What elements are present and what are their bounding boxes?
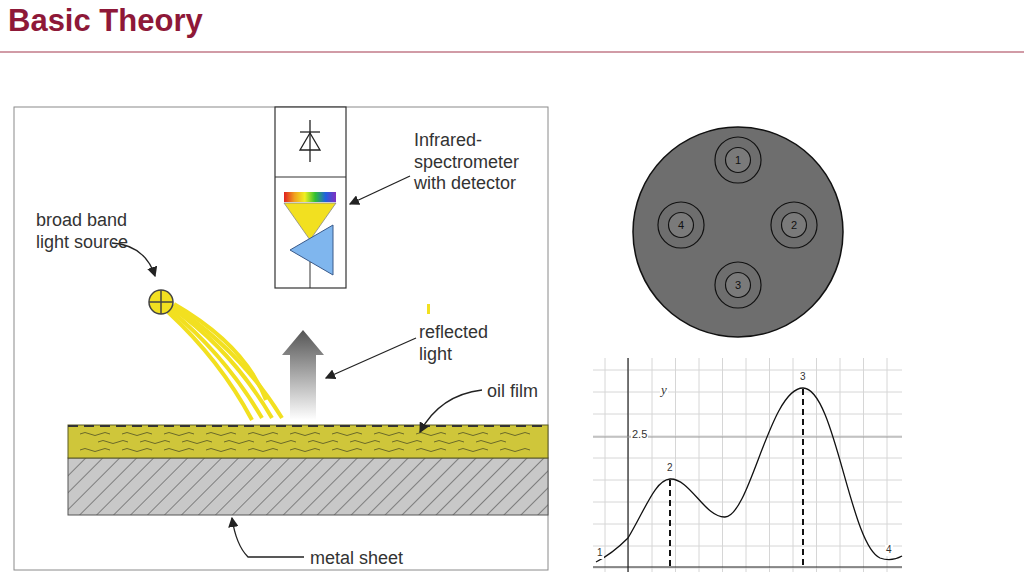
sample-spot: 2 [770, 201, 818, 249]
oil-texture [80, 433, 530, 452]
metal-sheet [68, 458, 548, 515]
tick-label: 2.5 [631, 429, 648, 441]
oil-film [68, 425, 548, 458]
leader-lines [112, 176, 482, 557]
axis-label: y [660, 383, 668, 397]
spot-number: 1 [714, 154, 762, 166]
peak-marker [802, 389, 804, 567]
spot-number: 2 [770, 219, 818, 231]
prism [290, 225, 333, 275]
header-rule [0, 51, 1024, 52]
diode-symbol [300, 120, 320, 162]
reflected-beam [282, 330, 324, 420]
sample-spot: 1 [714, 136, 762, 184]
spot-number: 3 [714, 279, 762, 291]
chart-grid [593, 358, 902, 572]
small-mark [427, 304, 430, 314]
peak-number: 3 [799, 372, 807, 383]
sample-spot: 3 [714, 261, 762, 309]
callout-label: broad band light source [36, 210, 148, 253]
point-number: 1 [596, 548, 604, 559]
callout-label: reflected light [419, 322, 509, 365]
callout-label: metal sheet [310, 548, 403, 570]
sample-spot: 4 [657, 201, 705, 249]
sample-disk [633, 127, 843, 337]
callout-label: oil film [487, 381, 538, 403]
callout-label: Infrared- spectrometer with detector [414, 130, 554, 195]
y-axis [627, 358, 628, 572]
curve [596, 388, 902, 562]
spectrometer-box [275, 107, 346, 288]
peak-number: 2 [666, 463, 674, 474]
slide-title: Basic Theory [8, 2, 203, 39]
light-source [149, 290, 173, 314]
light-rays [168, 304, 282, 420]
x-axis [593, 566, 902, 567]
oil-surface [68, 425, 548, 427]
peak-marker [669, 480, 671, 567]
spot-number: 4 [657, 219, 705, 231]
point-number: 4 [885, 545, 893, 556]
spectrum-bar [284, 192, 336, 202]
